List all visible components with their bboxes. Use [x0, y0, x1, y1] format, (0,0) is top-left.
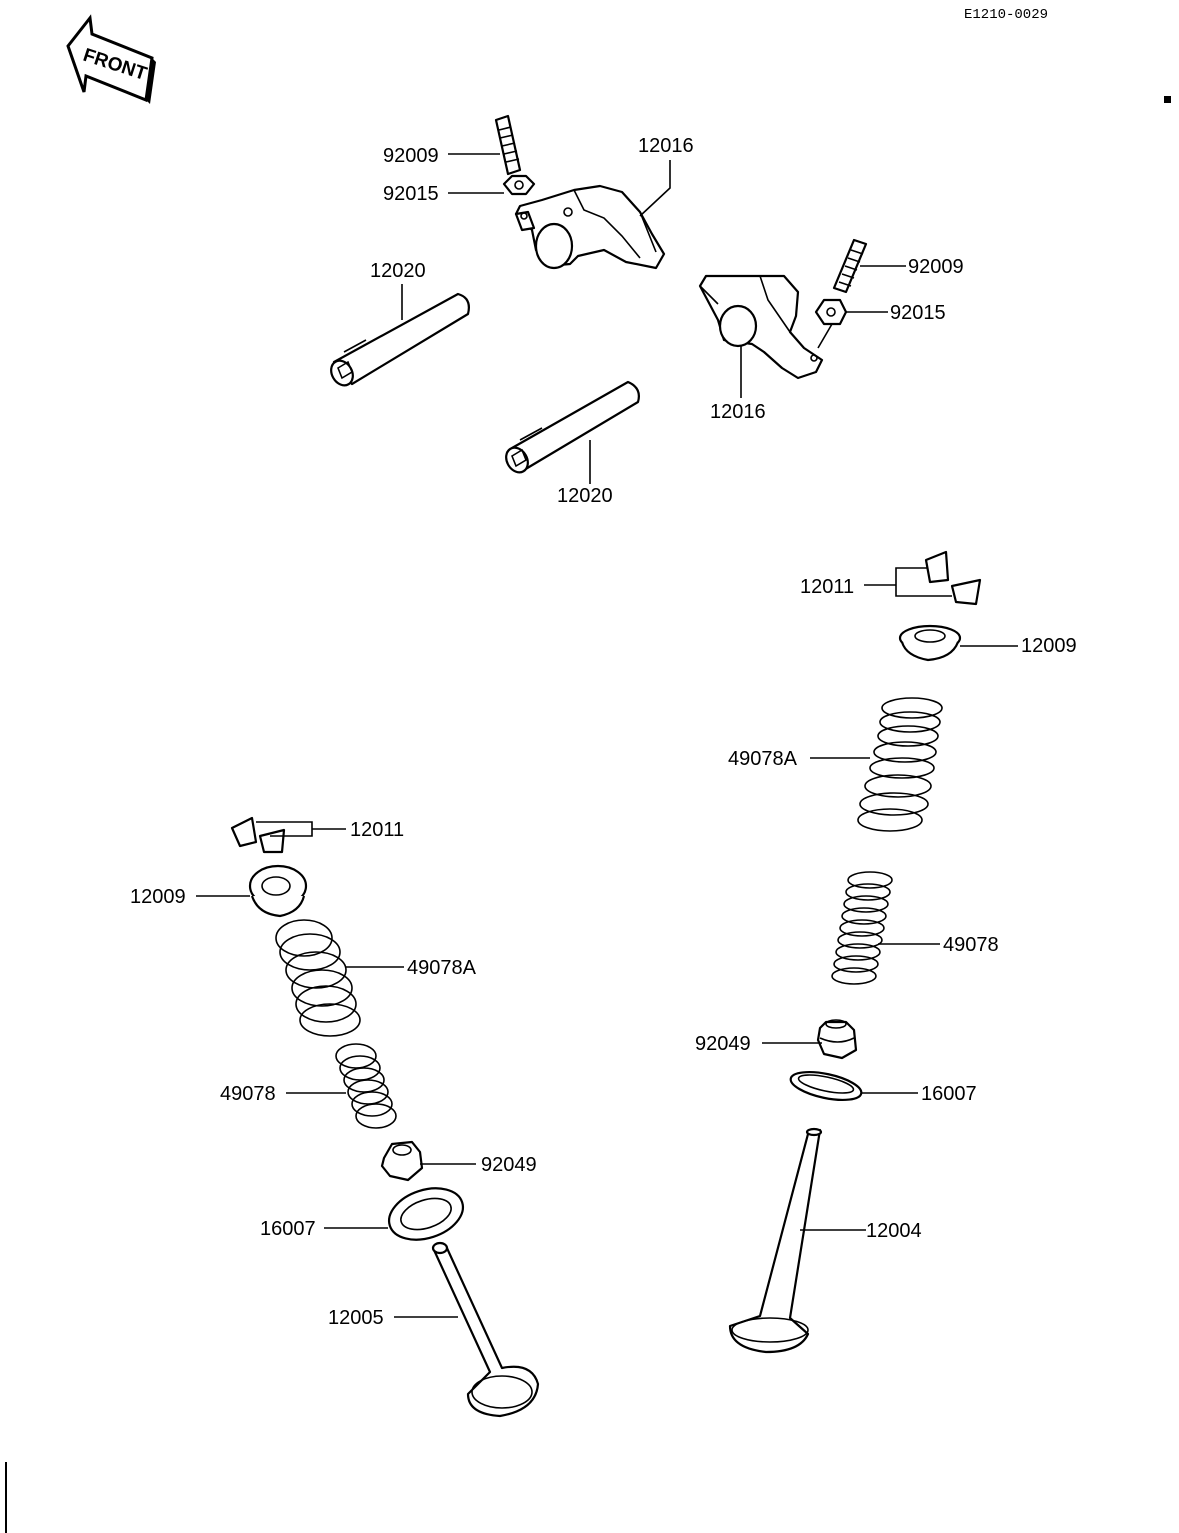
- part-label-12020: 12020: [370, 260, 426, 282]
- valve-stem-seal-icon: [380, 1140, 424, 1182]
- part-label-12011: 12011: [800, 576, 854, 598]
- intake-valve-icon: [431, 1241, 540, 1418]
- part-label-92049: 92049: [481, 1154, 537, 1176]
- diagram-code: E1210-0029: [964, 7, 1048, 23]
- outer-valve-spring-icon: [857, 697, 943, 832]
- part-label-12009: 12009: [130, 886, 186, 908]
- exhaust-valve-icon: [728, 1127, 823, 1354]
- part-label-12020: 12020: [557, 485, 613, 507]
- part-label-12009: 12009: [1021, 635, 1077, 657]
- margin-mark: [1164, 96, 1171, 103]
- part-label-92015: 92015: [383, 183, 439, 205]
- rocker-arm-icon: [514, 184, 666, 270]
- rocker-shaft-icon: [330, 292, 470, 387]
- locknut-icon: [814, 298, 848, 326]
- adjuster-screw-icon: [832, 238, 868, 294]
- part-label-12005: 12005: [328, 1307, 384, 1329]
- valve-stem-seal-icon: [816, 1019, 858, 1060]
- valve-collet-icon: [230, 816, 286, 854]
- part-label-16007: 16007: [260, 1218, 316, 1240]
- spring-retainer-icon: [248, 864, 308, 918]
- part-label-12016: 12016: [710, 401, 766, 423]
- inner-valve-spring-icon: [335, 1043, 397, 1129]
- leader-lines: [196, 153, 1018, 1318]
- part-label-12011: 12011: [350, 819, 404, 841]
- spring-seat-washer-icon: [789, 1070, 863, 1102]
- part-label-49078: 49078: [943, 934, 999, 956]
- outer-valve-spring-icon: [275, 919, 361, 1037]
- rocker-shaft-icon: [505, 380, 640, 474]
- inner-valve-spring-icon: [831, 871, 893, 985]
- adjuster-screw-icon: [494, 114, 522, 176]
- spring-seat-washer-icon: [388, 1187, 464, 1241]
- part-label-12016: 12016: [638, 135, 694, 157]
- part-label-92009: 92009: [383, 145, 439, 167]
- spring-retainer-icon: [898, 624, 962, 662]
- rocker-arm-icon: [698, 274, 824, 380]
- part-label-49078: 49078: [220, 1083, 276, 1105]
- part-label-92009: 92009: [908, 256, 964, 278]
- valve-collet-icon: [924, 550, 982, 606]
- part-label-49078A: 49078A: [407, 957, 477, 979]
- locknut-icon: [502, 174, 536, 196]
- part-label-92049: 92049: [695, 1033, 751, 1055]
- part-label-16007: 16007: [921, 1083, 977, 1105]
- front-arrow-icon: FRONT: [66, 14, 156, 104]
- part-label-49078A: 49078A: [728, 748, 798, 770]
- part-label-92015: 92015: [890, 302, 946, 324]
- part-label-12004: 12004: [866, 1220, 922, 1242]
